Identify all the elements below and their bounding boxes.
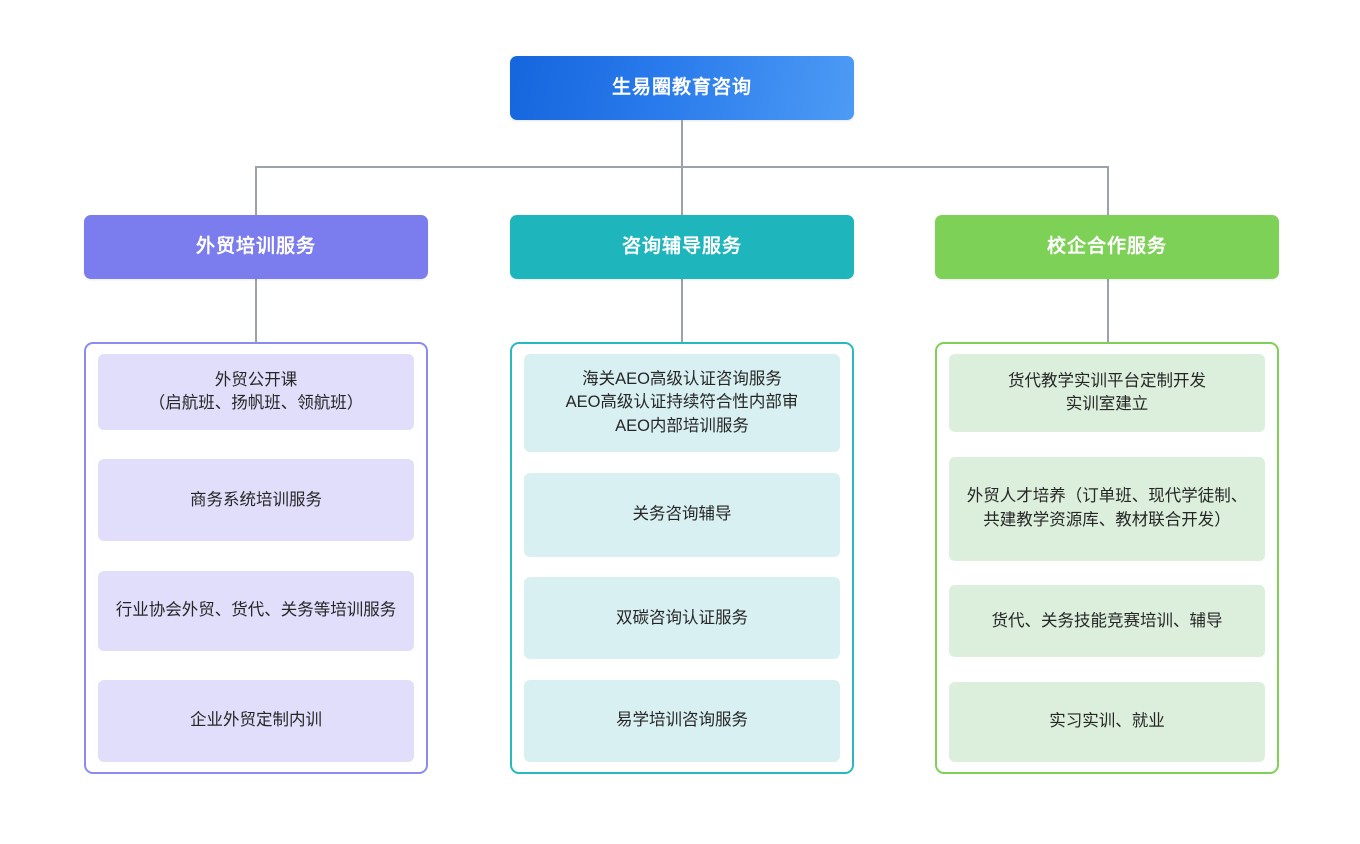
list-item[interactable]: 实习实训、就业 [949, 681, 1265, 762]
connector-stem-branch-2 [681, 279, 683, 342]
branch-header-training[interactable]: 外贸培训服务 [84, 215, 428, 279]
connector-drop-branch-1 [255, 166, 257, 215]
root-node-label: 生易圈教育咨询 [611, 76, 752, 98]
list-item[interactable]: 行业协会外贸、货代、关务等培训服务 [98, 570, 414, 651]
list-item[interactable]: 易学培训咨询服务 [524, 679, 840, 762]
connector-drop-branch-2 [681, 166, 683, 215]
branch-title-training: 外贸培训服务 [195, 235, 316, 257]
branch-title-school-enterprise: 校企合作服务 [1046, 235, 1167, 257]
branch-consulting: 咨询辅导服务 海关AEO高级认证咨询服务 AEO高级认证持续符合性内部审 AEO… [510, 215, 854, 774]
list-item[interactable]: 商务系统培训服务 [98, 459, 414, 542]
list-item[interactable]: 海关AEO高级认证咨询服务 AEO高级认证持续符合性内部审 AEO内部培训服务 [524, 354, 840, 452]
connector-stem-branch-1 [255, 279, 257, 342]
connector-drop-branch-3 [1107, 166, 1109, 215]
root-node[interactable]: 生易圈教育咨询 [510, 56, 854, 120]
branch-list-consulting: 海关AEO高级认证咨询服务 AEO高级认证持续符合性内部审 AEO内部培训服务 … [510, 342, 854, 774]
list-item[interactable]: 企业外贸定制内训 [98, 679, 414, 762]
list-item[interactable]: 货代教学实训平台定制开发 实训室建立 [949, 354, 1265, 432]
list-item[interactable]: 双碳咨询认证服务 [524, 577, 840, 660]
connector-stem-branch-3 [1107, 279, 1109, 342]
branch-training: 外贸培训服务 外贸公开课 （启航班、扬帆班、领航班） 商务系统培训服务 行业协会… [84, 215, 428, 774]
branch-list-school-enterprise: 货代教学实训平台定制开发 实训室建立 外贸人才培养（订单班、现代学徒制、共建教学… [935, 342, 1279, 774]
branch-title-consulting: 咨询辅导服务 [621, 235, 742, 257]
list-item[interactable]: 外贸公开课 （启航班、扬帆班、领航班） [98, 354, 414, 430]
list-item[interactable]: 关务咨询辅导 [524, 472, 840, 557]
branch-header-consulting[interactable]: 咨询辅导服务 [510, 215, 854, 279]
list-item[interactable]: 货代、关务技能竞赛培训、辅导 [949, 585, 1265, 658]
branch-header-school-enterprise[interactable]: 校企合作服务 [935, 215, 1279, 279]
connector-root-stem [681, 120, 683, 167]
branch-school-enterprise: 校企合作服务 货代教学实训平台定制开发 实训室建立 外贸人才培养（订单班、现代学… [935, 215, 1279, 774]
list-item[interactable]: 外贸人才培养（订单班、现代学徒制、共建教学资源库、教材联合开发） [949, 456, 1265, 561]
branch-list-training: 外贸公开课 （启航班、扬帆班、领航班） 商务系统培训服务 行业协会外贸、货代、关… [84, 342, 428, 774]
